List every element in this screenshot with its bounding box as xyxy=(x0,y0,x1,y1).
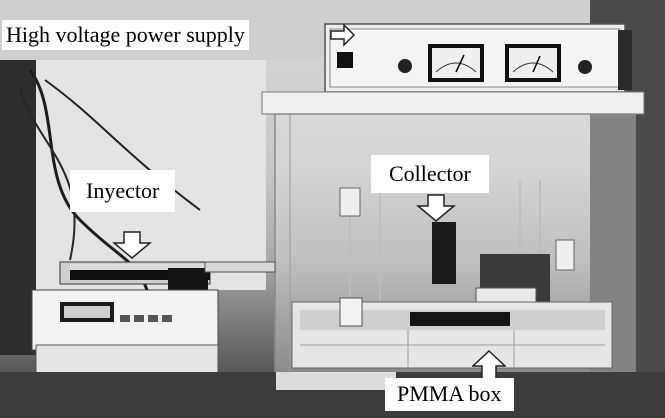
white-arrow-icon xyxy=(416,194,456,222)
injector-label-text: Inyector xyxy=(86,178,160,203)
white-arrow-icon xyxy=(112,231,152,259)
injector-label: Inyector xyxy=(70,170,176,212)
collector-label: Collector xyxy=(371,155,489,193)
white-arrow-icon xyxy=(330,23,356,47)
pmma-enclosure-icon xyxy=(261,91,645,373)
collector-plate-icon xyxy=(432,222,550,304)
white-arrow-icon xyxy=(472,350,506,380)
collector-label-text: Collector xyxy=(389,161,471,186)
syringe-pump-icon xyxy=(31,261,276,376)
pmma-box-label: PMMA box xyxy=(385,378,514,411)
power-supply-icon xyxy=(324,23,632,93)
power-supply-label-text: High voltage power supply xyxy=(6,22,245,47)
power-supply-label: High voltage power supply xyxy=(2,20,249,50)
pmma-box-label-text: PMMA box xyxy=(397,381,502,406)
